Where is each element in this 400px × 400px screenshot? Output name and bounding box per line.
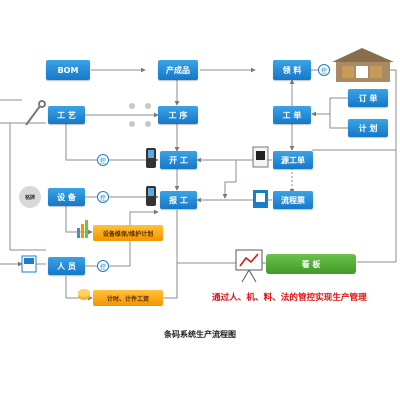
node-report-work: 报 工	[160, 191, 197, 209]
gear-cycle-icon	[129, 103, 151, 127]
nameplate-badge: 铭牌	[19, 186, 41, 208]
node-personnel: 人 员	[48, 257, 85, 275]
control-badge-start: 控	[97, 154, 109, 166]
control-badge-equipment: 控	[97, 191, 109, 203]
wrench-icon	[25, 100, 46, 126]
id-card-icon	[21, 255, 37, 273]
node-bom: BOM	[46, 60, 90, 80]
equipment-maintenance-plan: 设备维保/维护计划	[93, 225, 163, 241]
slogan-text: 通过人、机、料、法的管控实现生产管理	[212, 293, 367, 303]
control-badge-personnel: 控	[97, 260, 109, 272]
node-equipment: 设 备	[48, 188, 85, 206]
node-kanban: 看 板	[266, 254, 356, 274]
node-flow-ticket: 流程票	[273, 191, 313, 209]
time-piece-wage: 计时、计件工资	[93, 290, 163, 306]
node-procedure: 工 序	[158, 106, 198, 124]
node-work-order: 工 单	[273, 106, 311, 124]
node-source-work-order: 源工单	[273, 151, 313, 169]
diagram-caption: 条码系统生产流程图	[164, 330, 236, 339]
barcode-doc-icon	[252, 146, 269, 208]
control-badge-material: 控	[318, 64, 330, 76]
node-material: 领 料	[273, 60, 311, 80]
node-start-work: 开 工	[160, 151, 197, 169]
node-process: 工 艺	[48, 106, 85, 124]
node-plan: 计 划	[348, 119, 388, 137]
easel-icon	[235, 249, 263, 283]
scanner-icon	[146, 148, 156, 206]
coin-icon	[78, 289, 90, 300]
node-product: 产成品	[158, 60, 198, 80]
node-order: 订 单	[348, 89, 388, 107]
bar-chart-icon	[77, 220, 88, 238]
warehouse-icon	[332, 48, 394, 82]
